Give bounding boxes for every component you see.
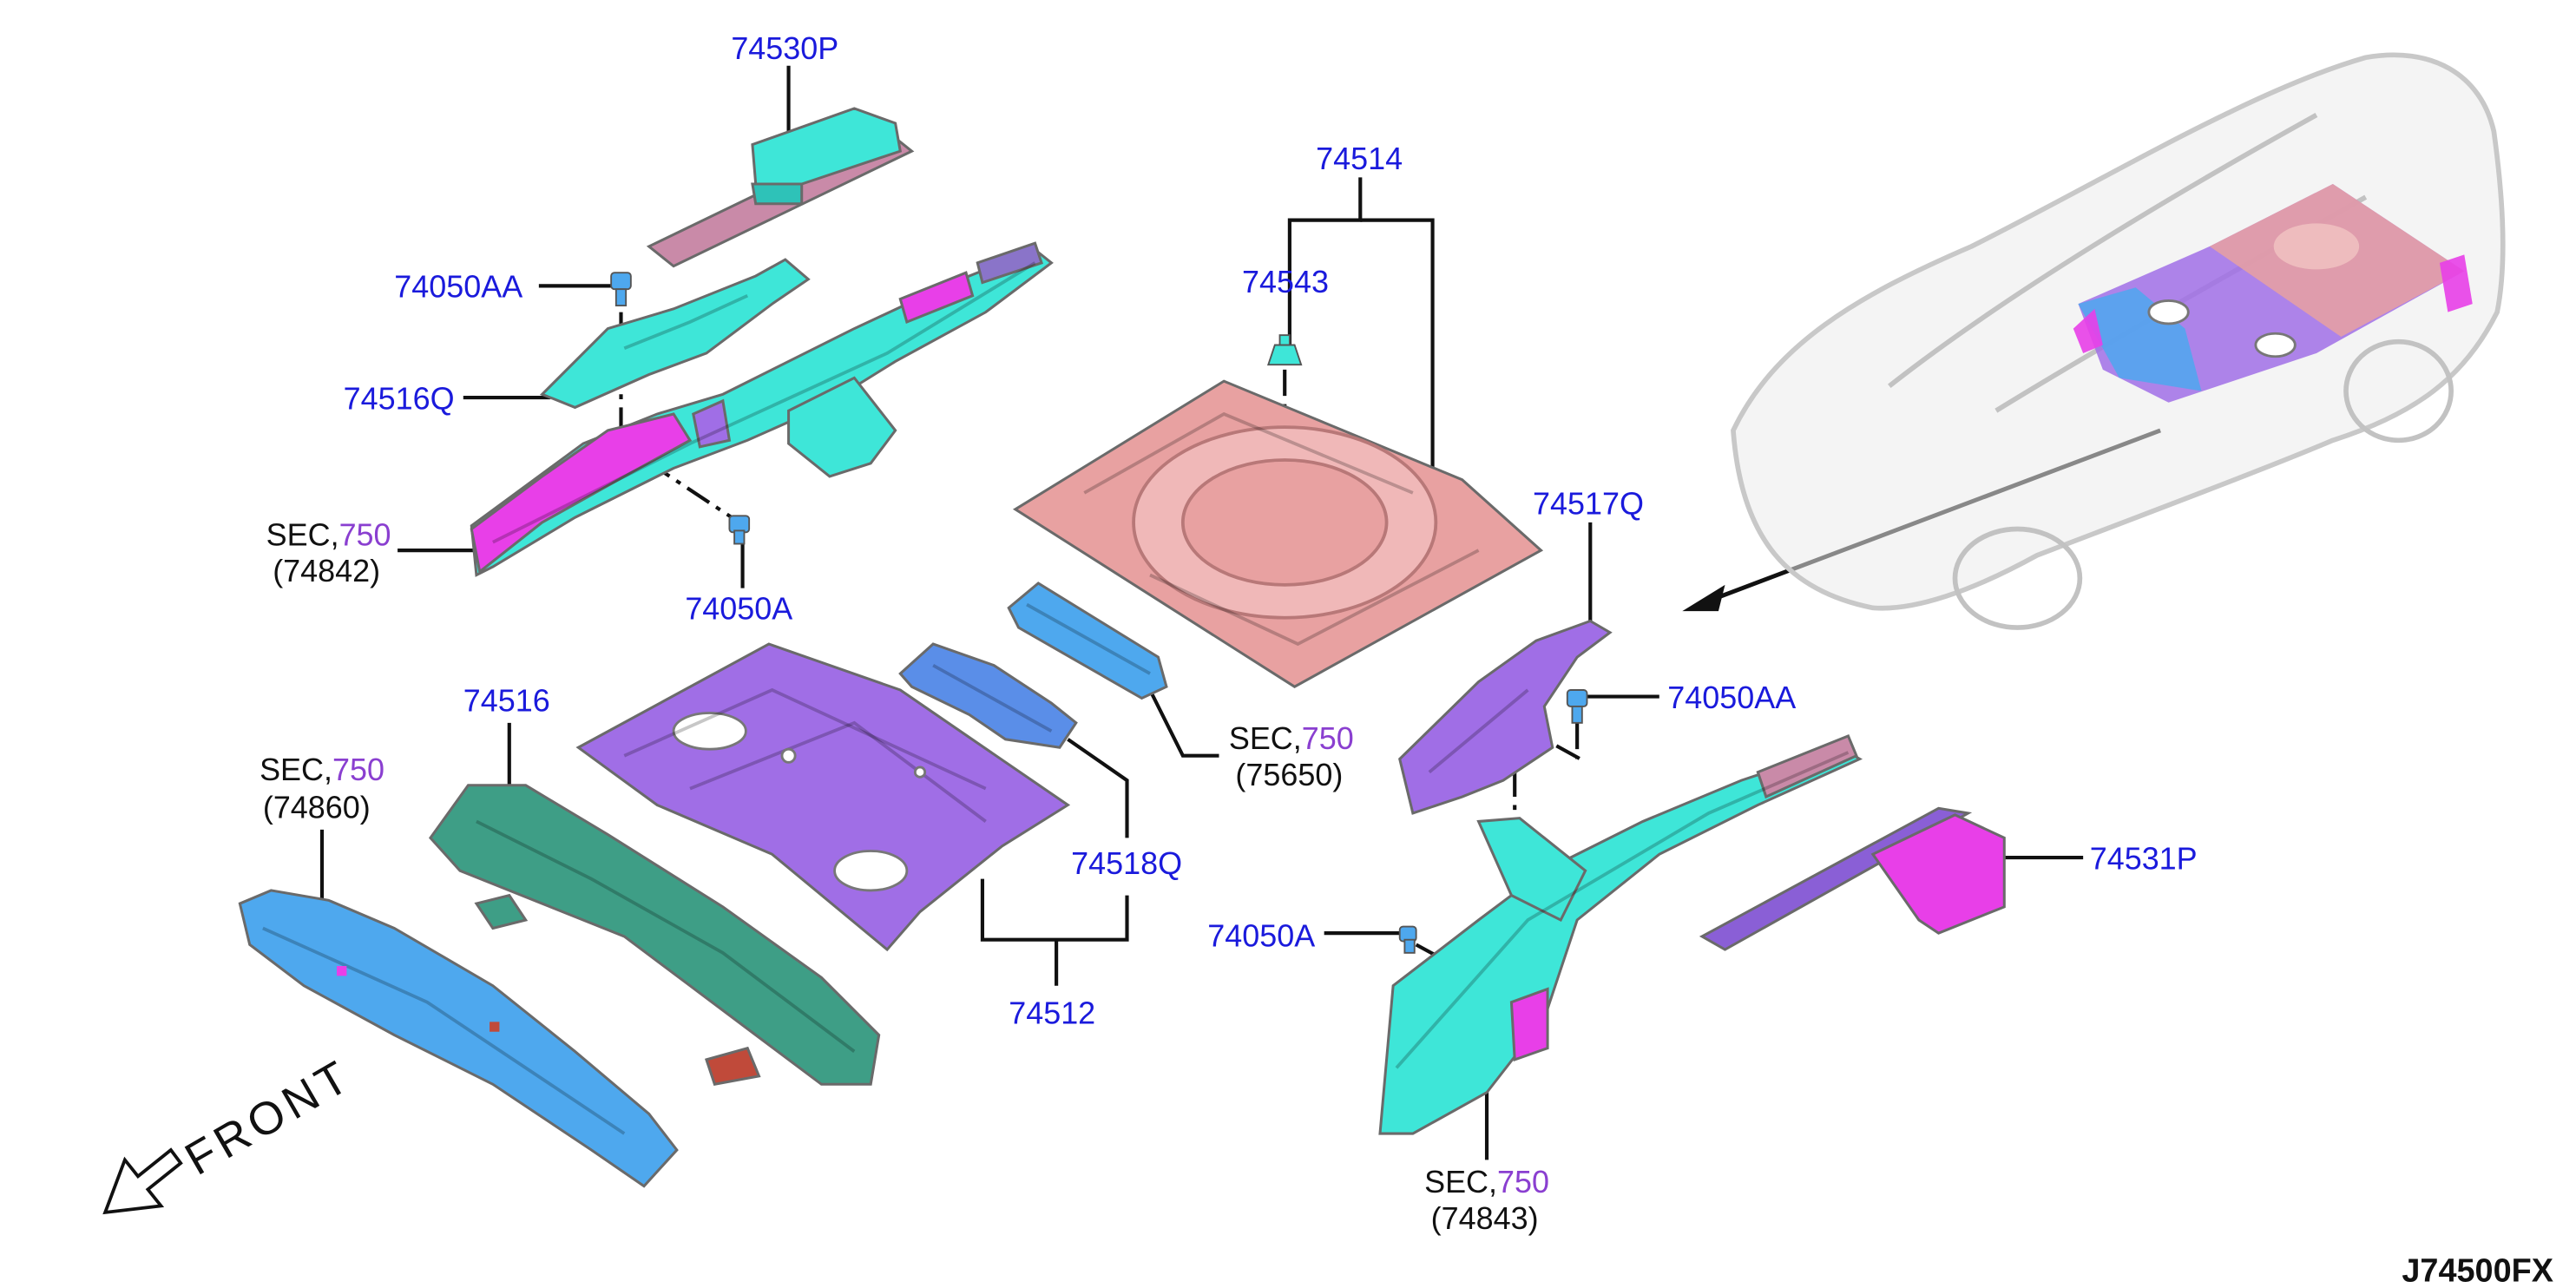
svg-text:SEC,750: SEC,750	[1229, 720, 1354, 756]
label-74530P: 74530P	[731, 30, 838, 66]
label-74050A-right: 74050A	[1207, 917, 1315, 953]
clip-fastener-icon	[1398, 925, 1417, 954]
label-74516: 74516	[463, 683, 550, 719]
label-74050A-top: 74050A	[685, 591, 792, 627]
part-74516	[428, 784, 881, 1087]
suv-outline-icon	[1731, 52, 2506, 630]
part-side-member-right	[1378, 734, 1863, 1135]
svg-text:SEC,750: SEC,750	[260, 752, 384, 787]
sec-prefix: SEC,	[1229, 720, 1302, 756]
front-label: FRONT	[177, 1049, 361, 1186]
part-74531P	[1699, 806, 2006, 951]
sec-number: 750	[332, 752, 384, 787]
label-74514: 74514	[1316, 141, 1403, 176]
part-side-member-left	[470, 241, 1054, 577]
sec-prefix: SEC,	[1424, 1164, 1497, 1199]
svg-text:SEC,750: SEC,750	[1424, 1164, 1549, 1199]
svg-text:SEC,750: SEC,750	[266, 516, 391, 552]
sec-subref: (74842)	[273, 553, 380, 588]
sec-ref-74842: SEC,750 (74842)	[266, 516, 391, 588]
part-74530P	[646, 107, 915, 268]
diagram-id: J74500FX	[2402, 1252, 2553, 1288]
part-74514	[1012, 379, 1544, 688]
sec-prefix: SEC,	[260, 752, 332, 787]
part-74517Q	[1398, 619, 1613, 815]
sec-subref: (74860)	[263, 790, 371, 825]
label-74512: 74512	[1009, 995, 1095, 1030]
label-74516Q: 74516Q	[344, 380, 455, 416]
part-sec-75650	[1007, 582, 1168, 700]
sec-subref: (74843)	[1431, 1200, 1539, 1236]
label-74517Q: 74517Q	[1533, 485, 1644, 521]
part-sec-74860	[238, 889, 679, 1188]
clip-fastener-icon	[728, 515, 751, 545]
sec-number: 750	[1302, 720, 1354, 756]
label-74531P: 74531P	[2090, 840, 2198, 876]
clip-fastener-icon	[610, 272, 632, 307]
part-74518Q	[898, 642, 1078, 749]
sec-ref-74860: SEC,750 (74860)	[260, 752, 384, 825]
part-74512	[575, 642, 1071, 952]
clip-fastener-icon	[1566, 689, 1588, 724]
sec-ref-75650: SEC,750 (75650)	[1229, 720, 1354, 792]
clip-fastener-icon	[1266, 334, 1303, 366]
sec-subref: (75650)	[1235, 757, 1343, 792]
arrow-down-left-icon	[102, 1147, 183, 1215]
label-74050AA-top: 74050AA	[394, 269, 522, 305]
front-indicator: FRONT	[102, 1049, 361, 1215]
part-74516Q	[539, 258, 811, 410]
label-74518Q: 74518Q	[1071, 845, 1182, 881]
label-74543: 74543	[1242, 264, 1329, 299]
sec-ref-74843: SEC,750 (74843)	[1424, 1164, 1549, 1236]
sec-number: 750	[1497, 1164, 1549, 1199]
sec-number: 750	[339, 516, 391, 552]
sec-prefix: SEC,	[266, 516, 339, 552]
label-74050AA-right: 74050AA	[1667, 680, 1796, 715]
